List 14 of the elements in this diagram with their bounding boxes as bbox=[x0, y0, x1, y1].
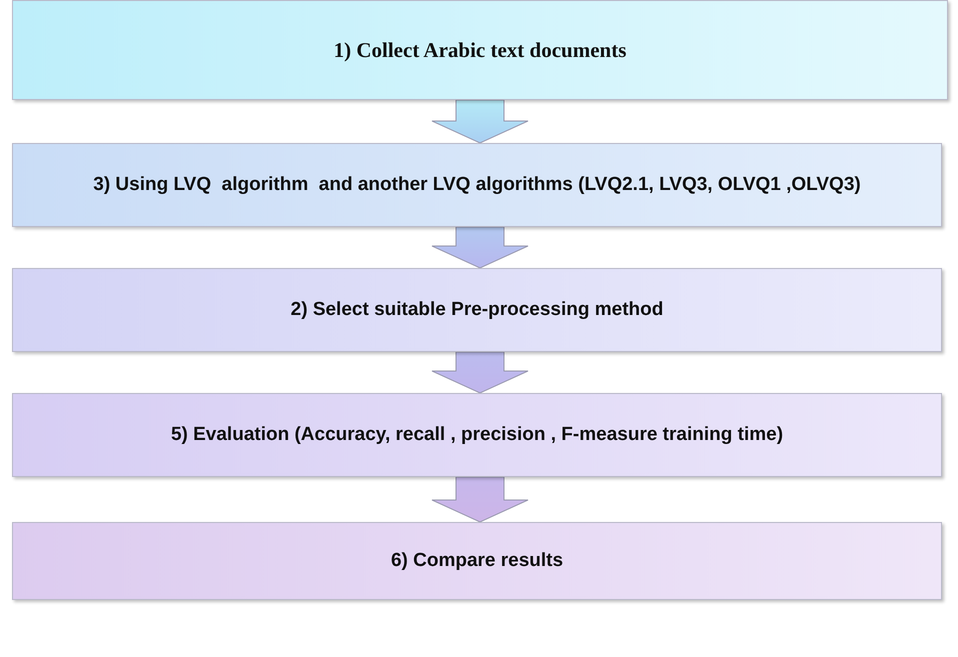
block-arrow bbox=[432, 352, 528, 394]
process-box bbox=[12, 268, 942, 352]
process-box bbox=[12, 393, 942, 477]
step-text: 1) Collect Arabic text documents bbox=[332, 38, 628, 62]
block-arrow bbox=[432, 476, 528, 523]
block-arrow bbox=[432, 226, 528, 269]
process-box bbox=[12, 143, 942, 227]
step-text: 2) Select suitable Pre-processing method bbox=[290, 299, 664, 321]
process-box bbox=[12, 0, 948, 100]
process-box bbox=[12, 522, 942, 600]
step-text: 6) Compare results bbox=[390, 550, 564, 572]
step-text: 5) Evaluation (Accuracy, recall , precision , F-measure training time) bbox=[170, 424, 784, 446]
step-text: 3) Using LVQ algorithm and another LVQ algorithms (LVQ2.1, LVQ3, OLVQ1 ,OLVQ3) bbox=[92, 174, 862, 196]
block-arrow bbox=[432, 100, 528, 144]
